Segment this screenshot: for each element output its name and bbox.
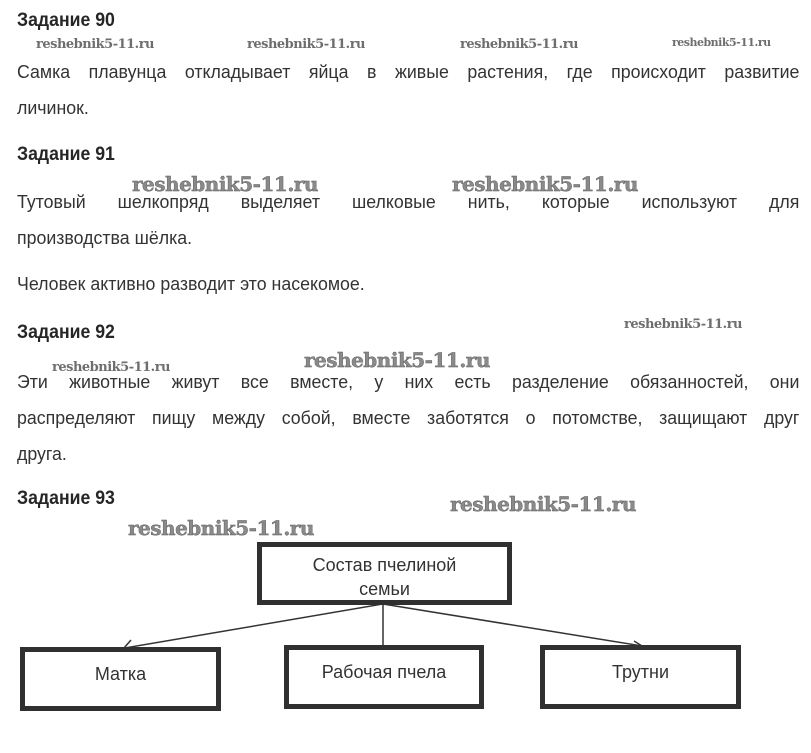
task-91-extra: Человек активно разводит это насекомое. bbox=[17, 266, 799, 302]
diagram-child-box: Рабочая пчела bbox=[284, 645, 484, 709]
task-92-text: Эти животные живут все вместе, у них ест… bbox=[17, 364, 799, 472]
watermark: reshebnik5-11.ru bbox=[128, 516, 315, 540]
watermark: reshebnik5-11.ru bbox=[132, 172, 319, 196]
text-line: Тутовый шелкопряд выделяет шелковые нить… bbox=[17, 191, 800, 212]
text-line: производства шёлка. bbox=[17, 227, 193, 248]
watermark: reshebnik5-11.ru bbox=[460, 37, 579, 52]
watermark: reshebnik5-11.ru bbox=[36, 37, 155, 52]
child-label: Рабочая пчела bbox=[321, 662, 447, 682]
text-line: друга. bbox=[17, 443, 67, 464]
diagram-child-box: Матка bbox=[20, 647, 221, 711]
task-93-heading: Задание 93 bbox=[17, 488, 115, 509]
connector-to-child-1 bbox=[124, 603, 384, 649]
text-line: Самка плавунца откладывает яйца в живые … bbox=[17, 61, 800, 82]
task-91-text: Тутовый шелкопряд выделяет шелковые нить… bbox=[17, 184, 799, 256]
watermark: reshebnik5-11.ru bbox=[304, 348, 491, 372]
task-91-heading: Задание 91 bbox=[17, 144, 115, 165]
watermark: reshebnik5-11.ru bbox=[452, 172, 639, 196]
text-line: Человек активно разводит это насекомое. bbox=[17, 273, 365, 294]
task-92-heading: Задание 92 bbox=[17, 322, 115, 343]
watermark: reshebnik5-11.ru bbox=[624, 317, 743, 332]
watermark: reshebnik5-11.ru bbox=[672, 36, 771, 49]
diagram-root-box: Состав пчелиной семьи bbox=[257, 542, 512, 605]
text-line: Эти животные живут все вместе, у них ест… bbox=[17, 371, 800, 392]
watermark: reshebnik5-11.ru bbox=[52, 360, 171, 375]
task-90-heading: Задание 90 bbox=[17, 10, 115, 31]
root-line: семьи bbox=[359, 579, 410, 599]
child-label: Трутни bbox=[611, 662, 670, 682]
watermark: reshebnik5-11.ru bbox=[247, 37, 366, 52]
task-90-text: Самка плавунца откладывает яйца в живые … bbox=[17, 54, 799, 126]
diagram-child-box: Трутни bbox=[540, 645, 741, 709]
text-line: распределяют пищу между собой, вместе за… bbox=[17, 407, 800, 428]
root-line: Состав пчелиной bbox=[312, 555, 457, 575]
connector-to-child-3 bbox=[382, 603, 643, 647]
text-line: личинок. bbox=[17, 97, 89, 118]
watermark: reshebnik5-11.ru bbox=[450, 492, 637, 516]
child-label: Матка bbox=[94, 664, 147, 684]
